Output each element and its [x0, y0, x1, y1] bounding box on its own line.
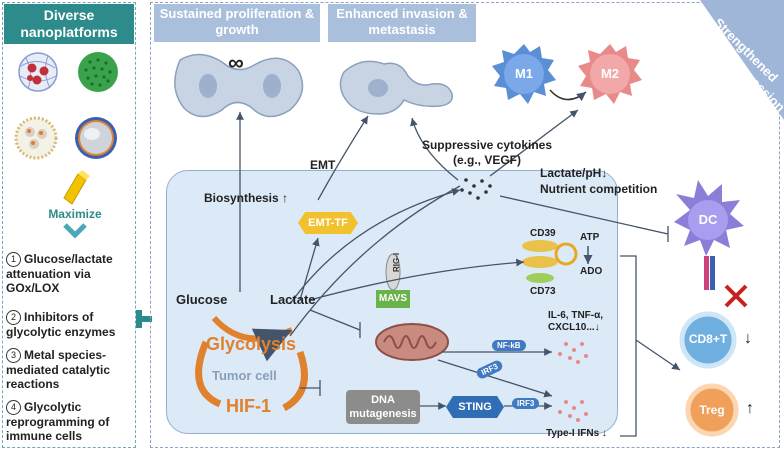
m2-macrophage-icon: [578, 44, 642, 104]
rig1-label: RIG-I: [392, 252, 402, 273]
lactate-ph-label: Lactate/pH↓: [540, 166, 608, 180]
nanoparticle-illustrations: [14, 52, 118, 205]
mhc-receptor-icon: [704, 256, 709, 290]
biosynthesis-label: Biosynthesis ↑: [204, 191, 289, 205]
glycolysis-to-cytokine: [289, 185, 461, 337]
cytokine-to-macrophage-arrow: [489, 109, 579, 177]
lactate-to-cytokine-arrow: [289, 188, 461, 305]
dna-mutagenesis-box: DNA mutagenesis: [346, 390, 420, 424]
mesh-nanoparticle-icon: [18, 52, 58, 92]
invading-cell-icon: [339, 60, 453, 115]
tumor-cell-label: Tumor cell: [212, 368, 277, 383]
cd8-t-cell-icon: [679, 311, 737, 369]
m1-label: M1: [514, 66, 534, 81]
type1-ifn-label: Type-I IFNs ↓: [546, 428, 607, 439]
lactate-inhibit-mavs: [309, 309, 361, 338]
mitochondrion-icon: [375, 323, 449, 361]
bracket-to-tcells-arrow: [635, 339, 681, 371]
gold-nanocrystal-icon: [63, 170, 90, 205]
liposome-nanoparticle-icon: [14, 116, 58, 160]
sting-badge: STING: [446, 396, 504, 418]
nutrient-competition-label: Nutrient competition: [540, 182, 658, 196]
core-shell-nanoparticle-icon: [75, 117, 117, 159]
mavs-to-ifn-arrow: [437, 359, 553, 398]
m1-macrophage-icon: [492, 44, 556, 104]
mechanism-panel: [150, 2, 780, 448]
cd8-label: CD8+T: [688, 332, 728, 346]
proliferation-header: Sustained proliferation & growth: [154, 4, 320, 42]
atp-label: ATP: [580, 232, 600, 243]
maximize-label: Maximize: [48, 207, 102, 221]
m2-label: M2: [600, 66, 620, 81]
invasion-header: Enhanced invasion & metastasis: [328, 4, 476, 42]
cytokine-dots-icon: [460, 178, 492, 200]
tcr-receptor-icon: [710, 256, 715, 290]
mavs-badge: MAVS: [376, 290, 410, 308]
m1-to-m2-arrow: [549, 89, 587, 102]
bracket: [620, 255, 637, 437]
infinity-symbol: ∞: [228, 50, 244, 75]
hif1-inhibit-dna: [300, 380, 321, 396]
cytokines-label: Suppressive cytokines (e.g., VEGF): [421, 138, 553, 167]
green-nanosphere-icon: [78, 52, 118, 92]
dividing-cell-icon: [174, 53, 304, 118]
cd73-label: CD73: [530, 286, 556, 297]
cd39-label: CD39: [530, 228, 556, 239]
ifn-dots-icon: [558, 400, 588, 422]
cytokine-list-label: IL-6, TNF-α, CXCL10...↓: [548, 310, 604, 333]
cytokine-inhibit-dc: [499, 195, 669, 242]
glycolysis-top-arrow: [211, 315, 294, 362]
chevron-down-icon: [63, 223, 87, 239]
irf3-badge-b: IRF3: [512, 398, 540, 409]
lactate-to-cd39-arrow: [309, 258, 525, 301]
ado-label: ADO: [580, 266, 603, 277]
emt-tf-badge: EMT-TF: [298, 212, 358, 234]
lactate-to-emt-arrow: [299, 237, 320, 301]
glycolysis-right-arrow: [282, 350, 308, 412]
treg-increase-arrow: ↑: [746, 400, 754, 417]
dc-label: DC: [698, 212, 718, 227]
cd73-receptor-icon: [526, 273, 554, 283]
glycolysis-label: Glycolysis: [206, 334, 297, 354]
nanoplatforms-panel: [2, 2, 136, 448]
treg-cell-icon: [685, 383, 739, 437]
panel-connector: [136, 310, 152, 328]
emt-label: EMT: [310, 158, 336, 172]
treg-label: Treg: [699, 403, 725, 417]
inflammatory-cytokine-dots-icon: [558, 342, 588, 364]
glycolysis-left-arrow: [195, 340, 222, 408]
glucose-label: Glucose: [176, 292, 228, 307]
nfkb-badge: NF-kB: [492, 340, 526, 351]
cd8-decrease-arrow: ↓: [744, 330, 752, 347]
emt-arrow: [317, 115, 369, 201]
nanoplatforms-title: Diverse nanoplatforms: [4, 4, 134, 44]
dendritic-cell-icon: [674, 180, 744, 256]
immunosuppression-banner-shape: [700, 0, 784, 120]
cd39-receptor-icon: [522, 240, 558, 252]
cytokine-to-invasion-arrow: [410, 117, 459, 181]
hif1-label: HIF-1: [226, 396, 271, 416]
block-x-icon: [724, 284, 748, 308]
lactate-label: Lactate: [270, 292, 316, 307]
